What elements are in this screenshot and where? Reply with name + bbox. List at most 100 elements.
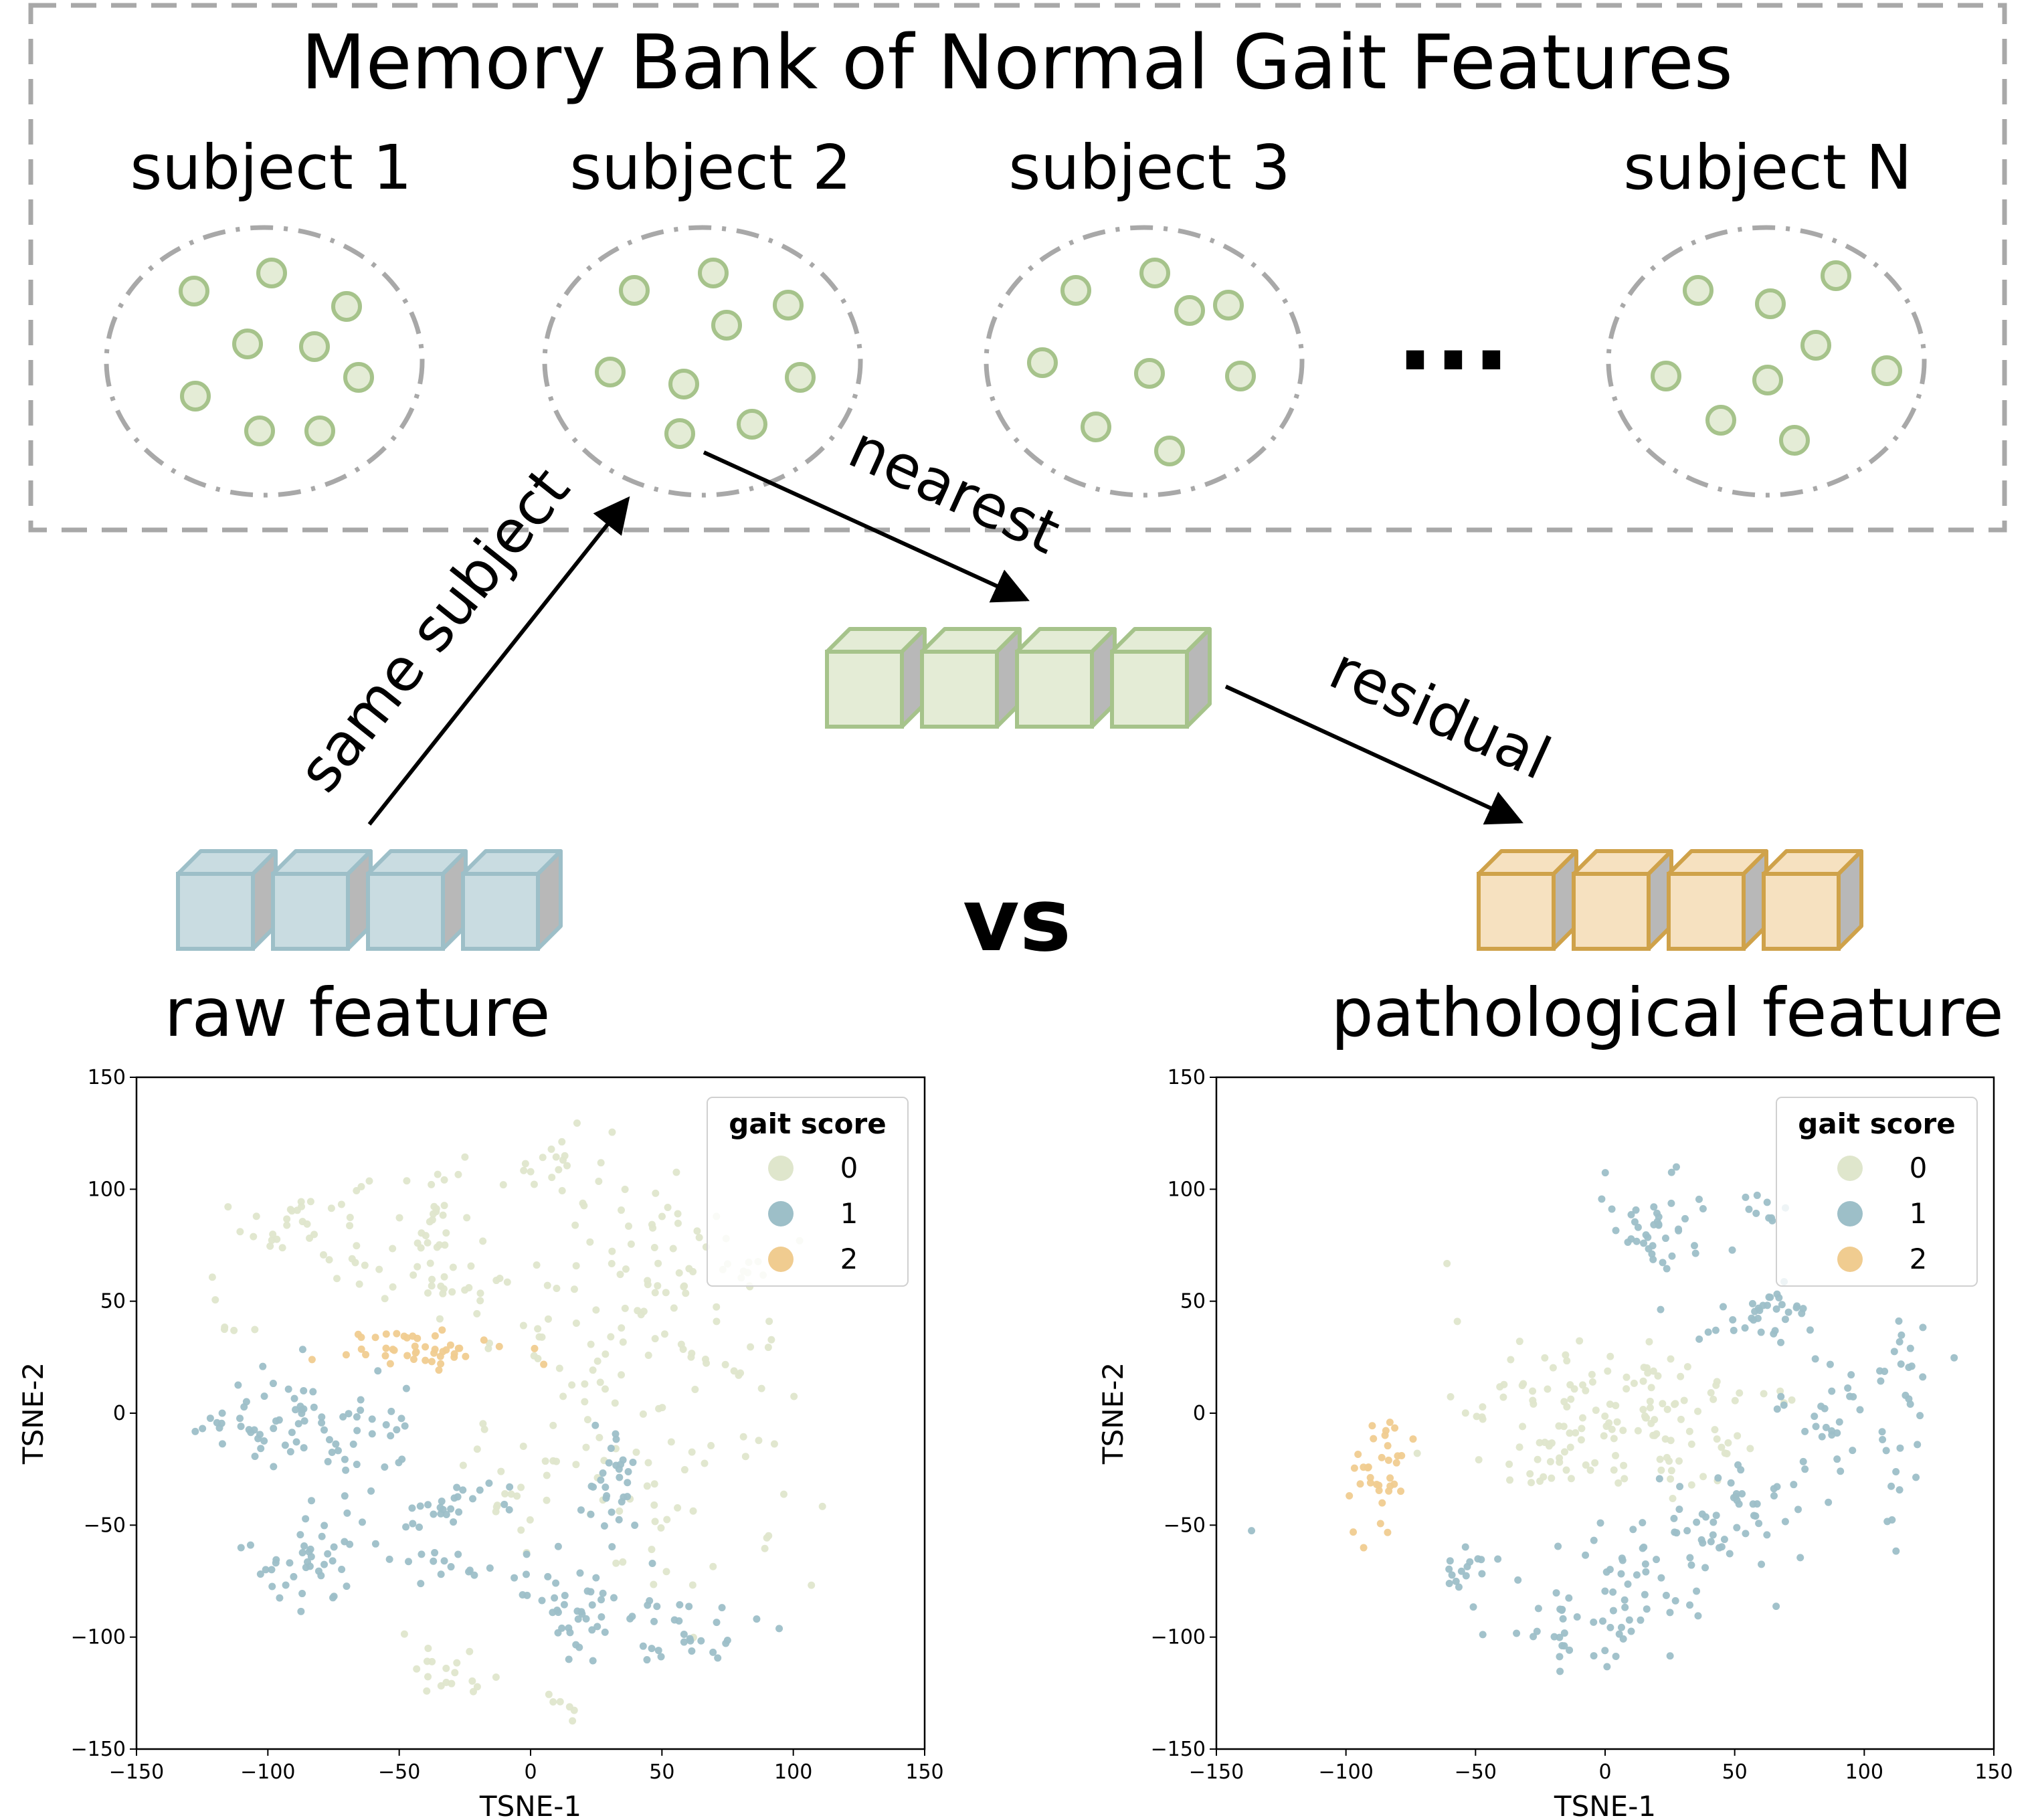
data-point-score-2 — [308, 1356, 316, 1364]
data-point-score-1 — [298, 1346, 306, 1354]
data-point-score-0 — [269, 1231, 277, 1239]
ellipsis-text: ... — [1396, 277, 1511, 393]
subject-n-label: subject N — [1623, 132, 1912, 203]
data-point-score-1 — [1672, 1163, 1680, 1171]
data-point-score-1 — [1801, 1465, 1809, 1473]
data-point-score-0 — [1515, 1443, 1523, 1451]
data-point-score-0 — [208, 1273, 216, 1281]
data-point-score-1 — [324, 1550, 332, 1558]
data-point-score-0 — [680, 1283, 688, 1291]
legend-entry-label: 2 — [840, 1243, 858, 1275]
data-point-score-1 — [1621, 1603, 1629, 1611]
data-point-score-1 — [591, 1421, 599, 1429]
data-point-score-0 — [592, 1306, 600, 1314]
data-point-score-0 — [1718, 1443, 1726, 1451]
data-point-score-1 — [1550, 1633, 1558, 1641]
feature-point — [1225, 361, 1256, 391]
data-point-score-1 — [1753, 1191, 1761, 1199]
data-point-score-1 — [718, 1604, 726, 1612]
raw-feature-label: raw feature — [164, 974, 550, 1052]
data-point-score-0 — [685, 1265, 693, 1273]
feature-point — [785, 362, 816, 393]
data-point-score-0 — [492, 1503, 500, 1511]
x-tick-label: 50 — [649, 1760, 674, 1784]
data-point-score-0 — [581, 1380, 589, 1388]
data-point-score-1 — [272, 1417, 280, 1425]
data-point-score-0 — [428, 1275, 436, 1283]
data-point-score-0 — [1519, 1423, 1527, 1431]
data-point-score-1 — [1773, 1405, 1781, 1413]
data-point-score-1 — [447, 1505, 455, 1513]
vs-label: vs — [963, 869, 1071, 971]
data-point-score-1 — [1914, 1441, 1922, 1449]
feature-point — [1683, 275, 1713, 306]
data-point-score-1 — [1640, 1239, 1648, 1247]
data-point-score-1 — [600, 1522, 608, 1530]
data-point-score-0 — [441, 1241, 449, 1249]
data-point-score-1 — [1556, 1667, 1564, 1675]
data-point-score-2 — [1364, 1463, 1372, 1471]
data-point-score-1 — [560, 1601, 568, 1609]
data-point-score-0 — [1600, 1432, 1608, 1440]
data-point-score-0 — [580, 1202, 588, 1210]
data-point-score-0 — [534, 1325, 542, 1333]
data-point-score-1 — [1835, 1418, 1843, 1426]
data-point-score-1 — [459, 1486, 467, 1494]
y-tick-label: 100 — [1168, 1178, 1206, 1201]
data-point-score-1 — [1720, 1536, 1728, 1544]
data-point-score-0 — [1506, 1476, 1514, 1484]
data-point-score-0 — [691, 1386, 699, 1394]
data-point-score-1 — [1878, 1428, 1886, 1436]
data-point-score-1 — [1719, 1303, 1727, 1311]
data-point-score-1 — [1477, 1556, 1485, 1564]
data-point-score-1 — [469, 1495, 477, 1503]
data-point-score-1 — [1806, 1326, 1814, 1334]
data-point-score-0 — [721, 1360, 729, 1368]
data-point-score-0 — [517, 1483, 525, 1491]
data-point-score-0 — [1639, 1377, 1647, 1385]
data-point-score-1 — [353, 1413, 361, 1421]
data-point-score-1 — [1693, 1587, 1701, 1595]
data-point-score-1 — [447, 1563, 455, 1571]
data-point-score-0 — [473, 1309, 481, 1317]
data-point-score-1 — [308, 1497, 316, 1505]
data-point-score-1 — [357, 1396, 365, 1404]
data-point-score-0 — [1699, 1473, 1707, 1481]
data-point-score-0 — [440, 1285, 448, 1293]
data-point-score-1 — [1738, 1490, 1746, 1498]
data-point-score-1 — [553, 1606, 561, 1614]
data-point-score-1 — [346, 1540, 354, 1548]
data-point-score-1 — [1657, 1305, 1665, 1313]
data-point-score-1 — [1752, 1209, 1760, 1217]
data-point-score-1 — [1837, 1467, 1845, 1475]
feature-point — [1060, 275, 1091, 306]
cube-front — [271, 872, 350, 951]
data-point-score-1 — [588, 1601, 596, 1609]
data-point-score-0 — [1563, 1357, 1571, 1365]
data-point-score-1 — [251, 1452, 259, 1460]
data-point-score-1 — [1601, 1587, 1609, 1595]
data-point-score-1 — [1618, 1556, 1627, 1564]
data-point-score-1 — [1701, 1564, 1709, 1572]
data-point-score-1 — [1919, 1324, 1927, 1332]
data-point-score-0 — [1549, 1364, 1557, 1372]
data-point-score-1 — [382, 1421, 390, 1429]
data-point-score-1 — [1641, 1560, 1649, 1568]
data-point-score-1 — [599, 1589, 607, 1597]
data-point-score-1 — [353, 1461, 361, 1469]
data-point-score-1 — [1729, 1315, 1737, 1324]
data-point-score-0 — [484, 1344, 492, 1352]
data-point-score-0 — [680, 1466, 688, 1474]
data-point-score-1 — [593, 1623, 601, 1631]
data-point-score-0 — [283, 1221, 291, 1229]
data-point-score-0 — [808, 1581, 816, 1589]
data-point-score-1 — [1596, 1519, 1604, 1527]
data-point-score-0 — [549, 1421, 557, 1429]
data-point-score-0 — [1711, 1426, 1719, 1434]
data-point-score-1 — [1766, 1293, 1774, 1301]
data-point-score-1 — [256, 1431, 264, 1439]
data-point-score-0 — [595, 1434, 604, 1442]
data-point-score-1 — [1792, 1303, 1800, 1311]
legend-entry-label: 0 — [840, 1152, 858, 1184]
data-point-score-0 — [1572, 1429, 1580, 1437]
